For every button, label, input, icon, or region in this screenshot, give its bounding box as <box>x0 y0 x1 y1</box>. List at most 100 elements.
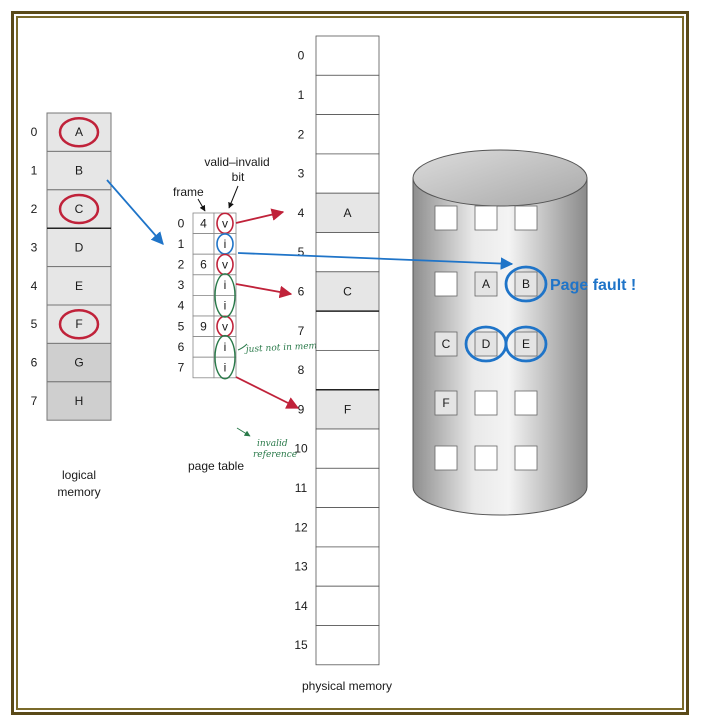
physical-frame-index: 0 <box>298 49 305 63</box>
disk-slot <box>474 205 498 231</box>
arrow-row5-to-frame9 <box>235 376 300 409</box>
disk-slot-highlight <box>504 265 548 303</box>
logical-page-highlight <box>58 116 100 148</box>
physical-frame-index: 3 <box>298 167 305 181</box>
physical-frame-index: 11 <box>295 481 308 495</box>
logical-page-index: 2 <box>31 202 38 216</box>
page-table-frame: 9 <box>200 319 207 333</box>
page-table-index: 5 <box>178 319 185 333</box>
bit-label-pointer <box>228 185 239 209</box>
page-table-index: 2 <box>178 258 185 272</box>
logical-page-label: C <box>75 202 84 216</box>
physical-frame-cell <box>315 507 380 548</box>
disk-slot <box>514 331 538 357</box>
logical-page-index: 1 <box>31 164 38 178</box>
logical-page-label: D <box>75 240 84 254</box>
logical-page-index: 7 <box>31 394 38 408</box>
page-table-frame-cell <box>192 233 215 255</box>
page-table-index: 4 <box>178 299 185 313</box>
page-table-index: 7 <box>178 361 185 375</box>
page-fault-label: Page fault ! <box>550 277 636 294</box>
disk-slot <box>474 445 498 471</box>
physical-frame-cell <box>315 428 380 469</box>
physical-frame-cell <box>315 585 380 626</box>
page-table-frame: 6 <box>200 258 207 272</box>
physical-frame-cell <box>315 192 380 233</box>
disk-slot <box>514 205 538 231</box>
annotation-invalid-pointer <box>236 427 251 437</box>
page-table-invalid-group <box>214 334 236 380</box>
physical-frame-cell <box>315 271 380 312</box>
logical-page-cell <box>46 150 112 191</box>
page-table-index: 3 <box>178 278 185 292</box>
physical-frame-label: F <box>344 402 351 416</box>
physical-frame-cell <box>315 389 380 430</box>
physical-frame-index: 15 <box>294 638 308 652</box>
disk-slot-label: E <box>522 337 530 351</box>
disk-slot <box>474 331 498 357</box>
arrow-row2-to-frame6 <box>235 283 293 299</box>
frame-column-label: frame <box>173 185 204 199</box>
physical-frame-index: 10 <box>294 442 308 456</box>
frame-label-pointer <box>197 198 206 212</box>
page-table-frame-cell <box>192 294 215 317</box>
logical-page-cell <box>46 227 112 268</box>
logical-page-label: F <box>75 317 82 331</box>
arrow-page-b-to-table <box>106 179 164 245</box>
page-table-bit: i <box>224 278 227 292</box>
physical-frame-index: 5 <box>298 245 305 259</box>
logical-page-index: 4 <box>31 279 38 293</box>
physical-frame-label: A <box>343 206 351 220</box>
physical-frame-index: 4 <box>298 206 305 220</box>
logical-page-highlight <box>58 193 100 225</box>
disk-slot-label: C <box>442 337 451 351</box>
physical-frame-index: 14 <box>294 599 308 613</box>
disk-slot <box>514 271 538 297</box>
physical-frame-label: C <box>343 284 352 298</box>
page-table-index: 1 <box>178 237 185 251</box>
logical-memory-caption-line2: memory <box>57 485 100 499</box>
physical-frame-cell <box>315 74 380 116</box>
logical-page-index: 6 <box>31 356 38 370</box>
logical-memory-caption-line1: logical <box>62 468 96 482</box>
disk-slot-label: B <box>522 277 530 291</box>
physical-frame-cell <box>315 546 380 587</box>
physical-frame-index: 8 <box>298 363 305 377</box>
logical-page-label: B <box>75 164 83 178</box>
page-table-bit: i <box>224 340 227 354</box>
physical-frame-index: 9 <box>298 402 305 416</box>
logical-page-label: G <box>74 356 83 370</box>
page-table-index: 0 <box>178 216 185 230</box>
physical-frame-index: 7 <box>298 324 305 338</box>
logical-page-cell <box>46 342 112 383</box>
page-table-frame-cell <box>192 336 215 358</box>
logical-page-cell <box>46 381 112 421</box>
physical-frame-cell <box>315 349 380 391</box>
logical-page-index: 3 <box>31 240 38 254</box>
physical-memory-caption: physical memory <box>302 679 392 693</box>
arrow-row0-to-frame4 <box>235 208 285 224</box>
disk-slot <box>434 445 458 471</box>
logical-page-index: 5 <box>31 317 38 331</box>
physical-frame-cell <box>315 114 380 155</box>
page-table-bit: i <box>224 361 227 375</box>
disk-slot-label: F <box>442 396 449 410</box>
page-table-invalid-group <box>214 273 236 318</box>
page-table-caption: page table <box>188 459 244 473</box>
page-table-frame: 4 <box>200 216 207 230</box>
disk-top <box>412 149 588 207</box>
disk-slot <box>514 445 538 471</box>
page-table-bit: v <box>222 319 228 333</box>
physical-frame-index: 2 <box>298 127 305 141</box>
physical-frame-index: 6 <box>298 284 305 298</box>
arrow-page-fault-to-disk <box>237 252 514 270</box>
logical-page-highlight <box>58 308 100 340</box>
physical-frame-cell <box>315 232 380 273</box>
logical-page-label: H <box>75 394 84 408</box>
annotation-just-not-in-memory-pointer <box>237 343 248 351</box>
logical-page-label: A <box>75 125 83 139</box>
